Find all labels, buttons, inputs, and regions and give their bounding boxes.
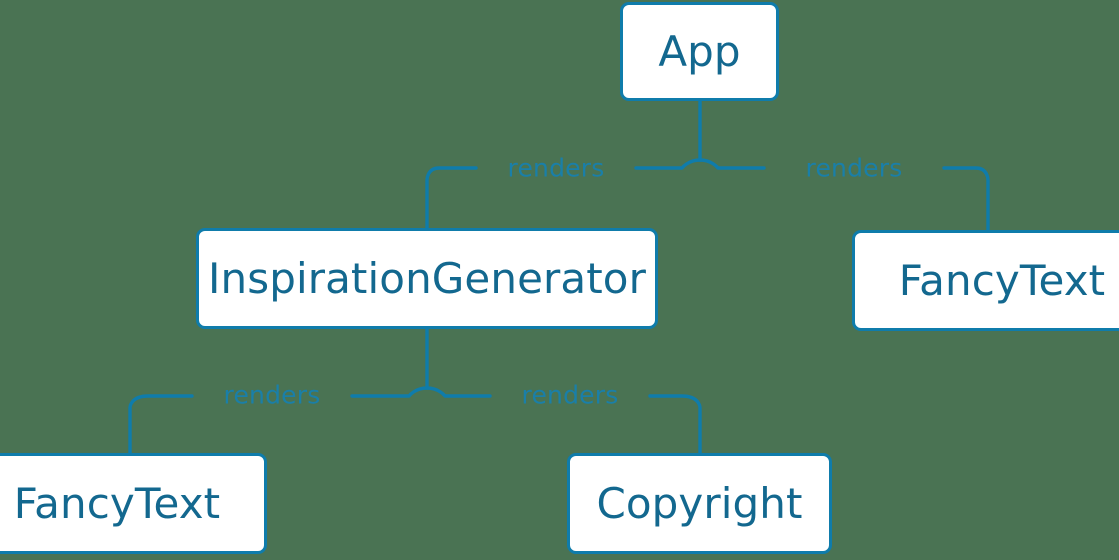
node-label: FancyText <box>898 256 1106 305</box>
edge-label-inspiration-generator-to-fancytext-bottom: renders <box>223 380 321 410</box>
node-fancytext-right[interactable]: FancyText <box>852 230 1119 331</box>
node-copyright[interactable]: Copyright <box>567 453 832 554</box>
node-label: FancyText <box>13 479 221 528</box>
node-inspiration-generator[interactable]: InspirationGenerator <box>196 228 658 329</box>
edge-label-app-to-inspiration-generator: renders <box>507 153 605 183</box>
node-label: App <box>658 27 741 76</box>
node-app[interactable]: App <box>620 2 779 101</box>
edge-label-app-to-fancytext-right: renders <box>805 153 903 183</box>
node-label: Copyright <box>596 479 803 528</box>
node-fancytext-bottom[interactable]: FancyText <box>0 453 267 554</box>
edge-label-inspiration-generator-to-copyright: renders <box>521 380 619 410</box>
node-label: InspirationGenerator <box>208 254 646 303</box>
